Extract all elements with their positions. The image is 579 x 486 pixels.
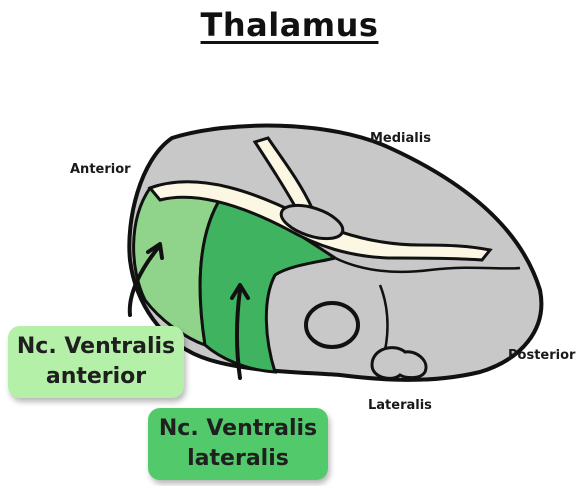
box-ventralis-anterior-line2: anterior (46, 362, 146, 392)
circular-nucleus (306, 303, 358, 347)
box-ventralis-lateralis-line2: lateralis (187, 444, 289, 474)
label-lateralis: Lateralis (368, 398, 432, 413)
box-ventralis-anterior-line1: Nc. Ventralis (17, 332, 175, 362)
label-posterior: Posterior (508, 348, 575, 363)
box-nc-ventralis-anterior: Nc. Ventralis anterior (8, 326, 184, 398)
box-nc-ventralis-lateralis: Nc. Ventralis lateralis (148, 408, 328, 480)
box-ventralis-lateralis-line1: Nc. Ventralis (159, 414, 317, 444)
label-anterior: Anterior (70, 162, 131, 177)
label-medialis: Medialis (370, 131, 431, 146)
